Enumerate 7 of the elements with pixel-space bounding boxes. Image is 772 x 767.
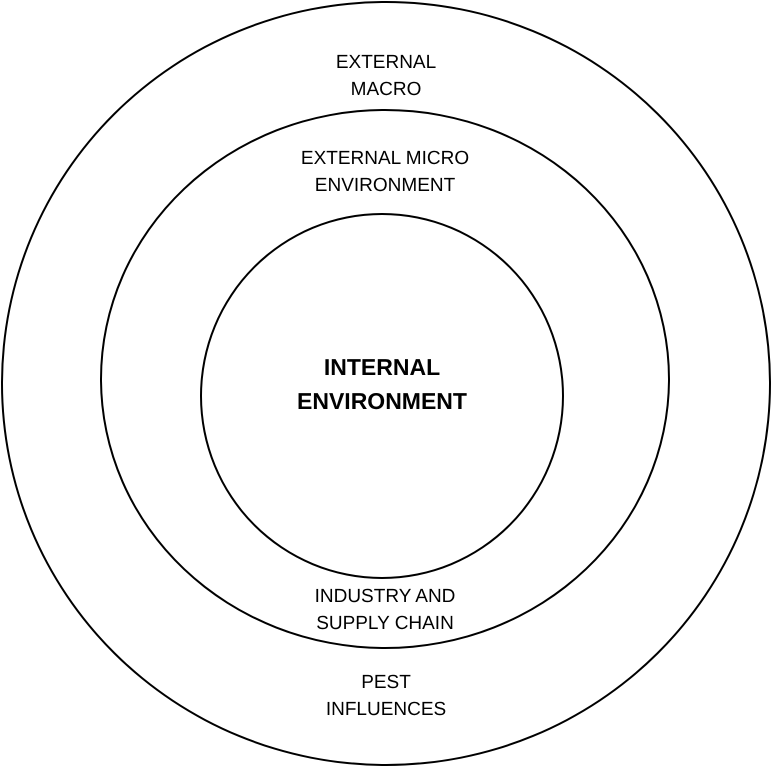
circle-title: INTERNAL ENVIRONMENT	[296, 353, 468, 416]
middle-circle	[100, 109, 670, 649]
inner-circle	[200, 213, 564, 579]
circle-label: INDUSTRY AND SUPPLY CHAIN	[314, 585, 456, 636]
circle-label: EXTERNAL MACRO	[334, 51, 438, 102]
circle-label: EXTERNAL MICRO ENVIRONMENT	[300, 147, 470, 198]
circle-label: PEST INFLUENCES	[324, 671, 448, 722]
